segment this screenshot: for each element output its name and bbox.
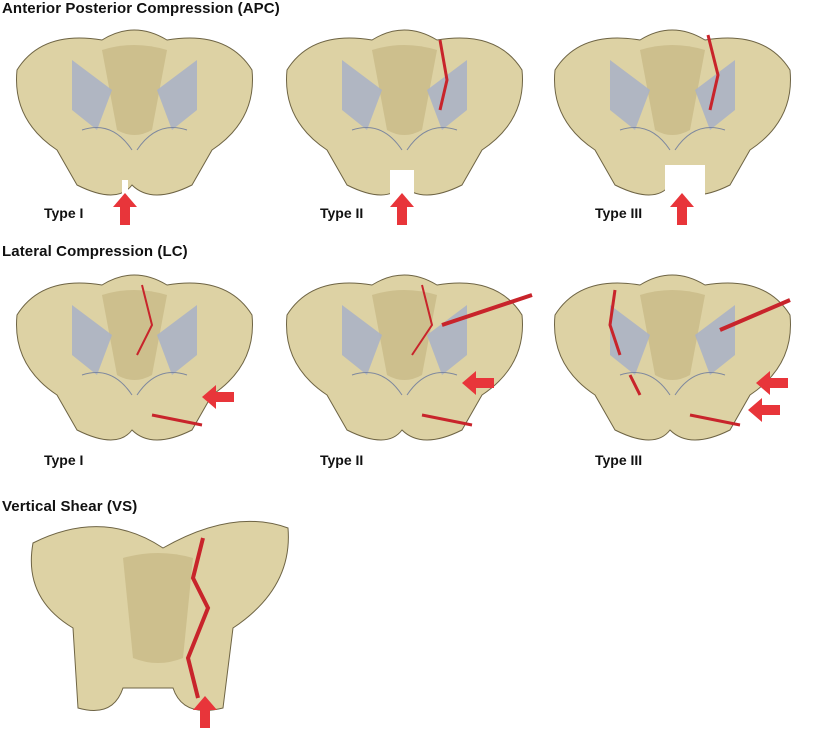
pelvis-illustration-apc-type3 — [554, 29, 791, 225]
vs-panel — [18, 508, 308, 733]
sacrum-vs — [123, 553, 193, 663]
apc-type1-panel: Type I — [2, 20, 267, 235]
section-title-apc: Anterior Posterior Compression (APC) — [2, 0, 280, 17]
type-label-apc-1: Type I — [44, 205, 84, 221]
type-label-apc-3: Type III — [595, 205, 643, 221]
lc-type3-panel: Type III — [540, 265, 805, 480]
type-label-lc-3: Type III — [595, 452, 643, 468]
pelvis-illustration-vs — [30, 520, 289, 728]
apc-type3-panel: Type III — [540, 20, 805, 235]
vertical-fracture-line — [185, 537, 211, 699]
force-arrow-up — [113, 193, 137, 225]
pelvis-illustration-apc-type1 — [16, 29, 253, 225]
type-label-lc-2: Type II — [320, 452, 364, 468]
pelvis-illustration-lc-type2 — [286, 274, 533, 441]
lc-type2-panel: Type II — [272, 265, 537, 480]
si-joint-fracture-line — [438, 39, 449, 111]
iliac-wing-fracture-line — [719, 298, 791, 332]
force-arrow-left — [748, 398, 780, 422]
symphysis-gap — [122, 180, 128, 198]
ramus-fracture-line — [628, 374, 741, 427]
section-title-vs: Vertical Shear (VS) — [2, 498, 138, 515]
sacral-fracture-line — [411, 284, 434, 356]
pelvis-illustration-lc-type1 — [16, 274, 253, 441]
ramus-fracture-line — [151, 413, 203, 427]
sacral-fracture-line — [136, 284, 154, 356]
ramus-fracture-line — [421, 413, 473, 427]
si-joint-fracture-line — [608, 289, 622, 356]
iliac-wing-fracture-line — [441, 293, 533, 327]
section-title-lc: Lateral Compression (LC) — [2, 243, 188, 260]
apc-type2-panel: Type II — [272, 20, 537, 235]
pelvis-illustration-lc-type3 — [554, 274, 791, 441]
lc-type1-panel: Type I — [2, 265, 267, 480]
type-label-apc-2: Type II — [320, 205, 364, 221]
si-joint-fracture-line — [706, 34, 720, 111]
pelvis-illustration-apc-type2 — [286, 29, 523, 225]
type-label-lc-1: Type I — [44, 452, 84, 468]
